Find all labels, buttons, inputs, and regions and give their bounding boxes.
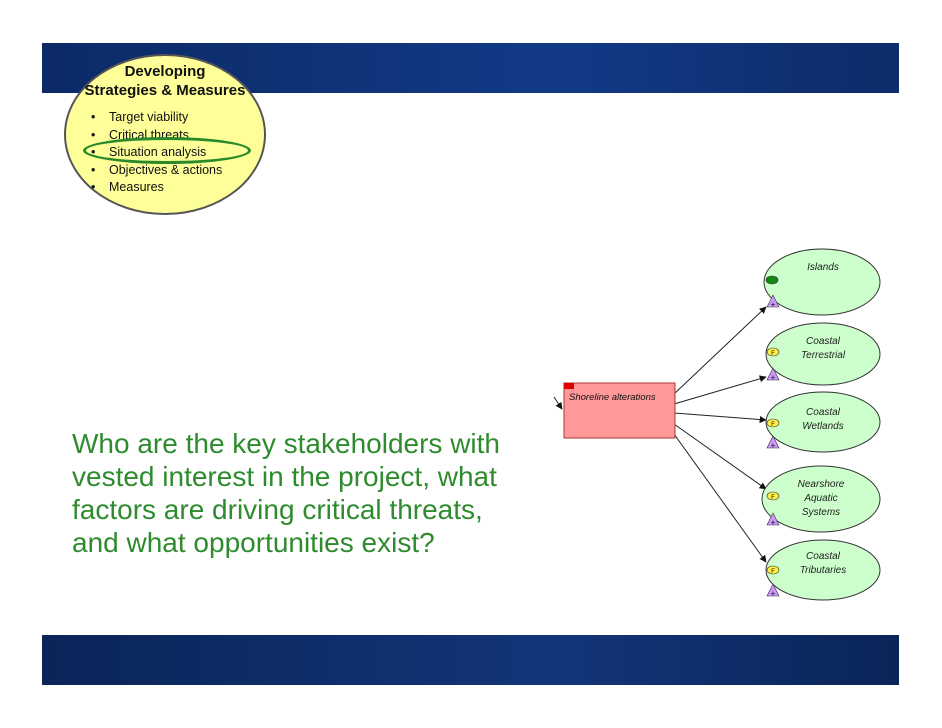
bullet-icon: • bbox=[91, 162, 96, 177]
slide: Shoreline alterations Islands + Coastal … bbox=[42, 43, 899, 685]
threat-node[interactable]: Shoreline alterations bbox=[563, 382, 676, 439]
arrow-to-coastal-terrestrial bbox=[673, 375, 767, 405]
arrow-to-coastal-tributaries bbox=[673, 433, 767, 563]
status-badge-letter: F bbox=[771, 351, 775, 357]
incoming-arrow bbox=[553, 396, 563, 410]
status-badge-letter: F bbox=[771, 422, 775, 428]
status-badge-letter: F bbox=[771, 495, 775, 501]
situation-diagram: Shoreline alterations Islands + Coastal … bbox=[553, 248, 881, 601]
target-islands[interactable]: Islands + bbox=[763, 248, 881, 316]
target-label: Coastal bbox=[806, 407, 841, 418]
target-nearshore-aquatic-systems[interactable]: Nearshore Aquatic Systems F + bbox=[761, 465, 881, 533]
bullet-icon: • bbox=[91, 110, 96, 124]
bullet-icon: • bbox=[91, 180, 96, 194]
plus-sign: + bbox=[771, 518, 776, 527]
oval-title-line2: Strategies & Measures bbox=[84, 82, 246, 99]
status-badge-icon bbox=[766, 347, 780, 357]
arrows bbox=[553, 306, 767, 563]
plus-sign: + bbox=[771, 589, 776, 598]
status-badge-icon bbox=[766, 491, 780, 501]
priority-triangle-icon bbox=[766, 512, 780, 526]
priority-triangle-icon bbox=[766, 294, 780, 308]
priority-triangle-icon bbox=[766, 435, 780, 449]
target-label: Coastal bbox=[806, 336, 841, 347]
plus-sign: + bbox=[771, 441, 776, 450]
highlight-ring bbox=[83, 137, 251, 164]
target-label: Aquatic bbox=[803, 493, 837, 504]
question-text: Who are the key stakeholders with vested… bbox=[72, 428, 500, 558]
arrow-to-nearshore bbox=[673, 423, 767, 490]
target-label: Wetlands bbox=[802, 421, 844, 432]
oval-title-line1: Developing bbox=[124, 63, 206, 80]
footer-bar bbox=[42, 635, 899, 685]
target-coastal-terrestrial[interactable]: Coastal Terrestrial F + bbox=[765, 322, 881, 386]
status-badge-icon bbox=[766, 418, 780, 428]
step-item: •Target viability bbox=[91, 109, 222, 127]
target-coastal-wetlands[interactable]: Coastal Wetlands F + bbox=[765, 391, 881, 453]
bullet-icon: • bbox=[91, 127, 96, 142]
arrow-to-coastal-wetlands bbox=[673, 412, 767, 424]
priority-triangle-icon bbox=[766, 583, 780, 597]
target-coastal-tributaries[interactable]: Coastal Tributaries F + bbox=[765, 539, 881, 601]
target-label: Nearshore bbox=[798, 479, 845, 490]
process-steps-oval: Developing Strategies & Measures bbox=[64, 54, 266, 215]
arrow-to-islands bbox=[673, 306, 767, 395]
threat-label: Shoreline alterations bbox=[569, 392, 656, 403]
target-label: Coastal bbox=[806, 551, 841, 562]
target-label: Systems bbox=[802, 507, 840, 518]
target-label: Terrestrial bbox=[801, 350, 846, 361]
step-item: •Measures bbox=[91, 179, 222, 197]
status-badge-icon bbox=[766, 565, 780, 575]
plus-sign: + bbox=[771, 300, 776, 309]
plus-sign: + bbox=[771, 373, 776, 382]
priority-triangle-icon bbox=[766, 367, 780, 381]
status-badge-icon bbox=[765, 275, 779, 285]
status-badge-letter: F bbox=[771, 569, 775, 575]
target-label: Tributaries bbox=[800, 565, 847, 576]
step-item: •Objectives & actions bbox=[91, 162, 222, 180]
target-label: Islands bbox=[807, 262, 839, 273]
